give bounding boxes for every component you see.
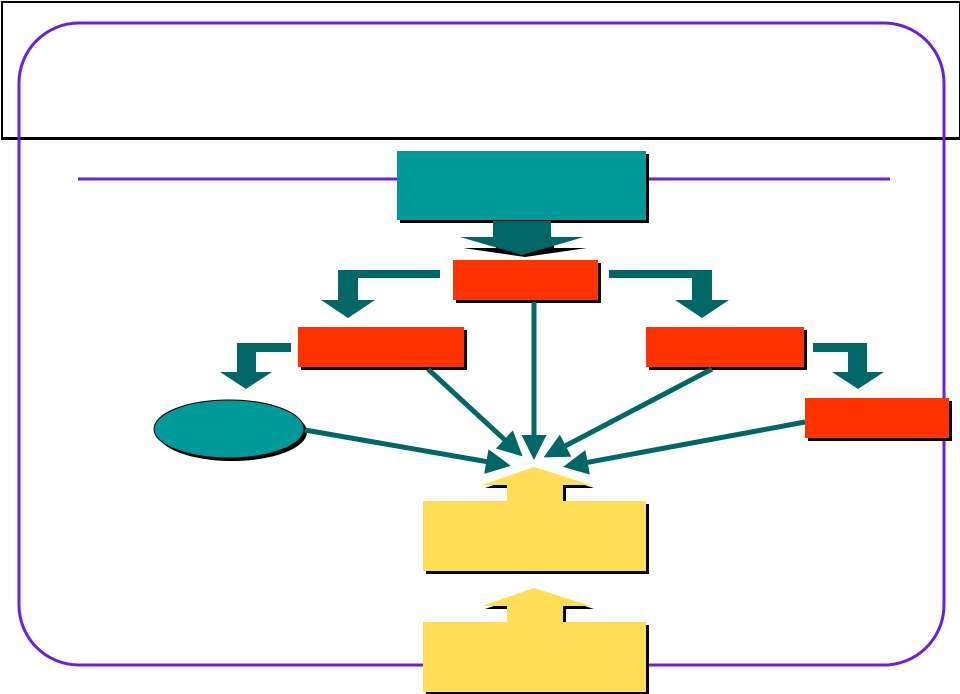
top-box	[397, 151, 646, 220]
bent-arrow-right-lower	[813, 343, 884, 389]
arrow-far-right-box	[563, 419, 806, 475]
left-box	[298, 327, 464, 367]
bent-arrow-left-lower	[220, 343, 291, 389]
lower-yellow-box	[423, 501, 646, 571]
bent-arrow-left	[321, 270, 440, 318]
bottom-yellow-box	[423, 622, 646, 692]
yellow-up-arrow-bottom	[482, 588, 591, 623]
ellipse-node	[153, 399, 305, 459]
arrow-ellipse	[304, 427, 511, 474]
top-block-arrow	[460, 221, 584, 255]
arrow-right-box-down	[543, 366, 714, 458]
yellow-up-arrow	[482, 467, 591, 502]
right-box	[646, 327, 804, 367]
bent-arrow-right	[609, 270, 729, 318]
arrow-left-box-down	[426, 367, 523, 457]
far-right-box	[805, 398, 949, 438]
center-box	[453, 260, 598, 300]
